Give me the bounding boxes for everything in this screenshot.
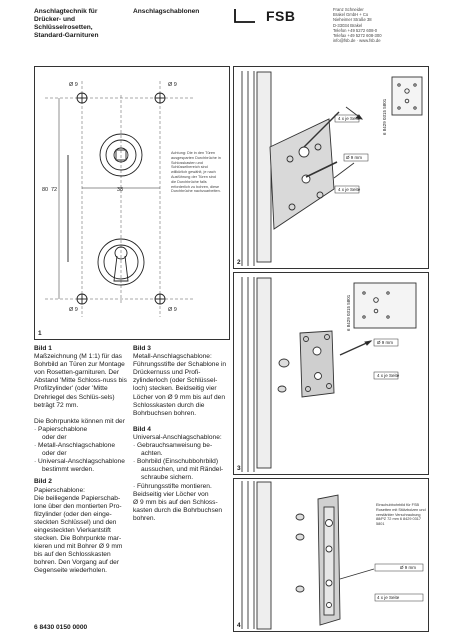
figure-number: 4: [237, 622, 241, 629]
company-address: Franz Schneider Brakel GmbH + Co Nieheim…: [333, 7, 433, 43]
list-item: achten.: [141, 450, 163, 458]
address-line: Telefon +49 5272 608-0: [333, 27, 378, 33]
address-line: Brakel GmbH + Co: [333, 12, 369, 18]
figure-3-frame: 6 8429 0315 5801 Ø 9 mm 4 x je Seite 3: [233, 272, 429, 475]
address-line: Franz Schneider: [333, 7, 364, 12]
figure-1-drawing: Ø 9 Ø 9 Ø 9 Ø 9 80 72 38: [42, 81, 193, 317]
address-line: D-33034 Brakel: [333, 22, 363, 28]
callout-label: 4 x je Seite: [338, 116, 361, 121]
bild2-subtitle: Papierschablone:: [34, 486, 85, 494]
dim-label: Ø 9: [168, 307, 177, 313]
list-item: bohren.: [133, 514, 156, 522]
list-item: oder der: [42, 450, 67, 458]
bild1-body: Maßzeichnung (M 1:1) für das Bohrbild an…: [34, 353, 127, 409]
list-item: Beidseitig vier Löcher von: [133, 490, 209, 498]
list-item: · Bohrbild (Einschubbohrbild): [133, 458, 219, 466]
figure-4-frame: Ø 9 mm 4 x je Seite Einschubbohrbild für…: [233, 478, 429, 632]
figure-number: 2: [237, 259, 241, 266]
template-code: 6 8429 0315 5801: [382, 98, 387, 135]
list-item: · Gebrauchsanweisung be-: [133, 442, 213, 450]
bild4-subtitle: Universal-Anschlagschablone:: [133, 433, 222, 441]
callout-label: 4 x je Seite: [377, 373, 400, 378]
figure-4-note: Einschubbohrbild für FSB Rosetten mit St…: [376, 503, 426, 527]
dim-label: Ø 9: [168, 82, 177, 88]
callout-label: 4 x je Seite: [377, 595, 400, 600]
callout-label: Ø 9 mm: [400, 565, 416, 570]
section-subtitle: Anschlagschablonen: [133, 8, 200, 15]
fsb-logo-text: FSB: [266, 8, 296, 24]
fsb-logo: FSB: [233, 7, 303, 25]
dim-label: Ø 9: [69, 307, 78, 313]
callout-label: 4 x je Seite: [338, 187, 361, 192]
list-item: Ø 9 mm bis auf den Schloss-: [133, 498, 218, 506]
address-line: Nieheimer Straße 38: [333, 17, 372, 23]
list-item: schraube sichern.: [141, 474, 194, 482]
bild3-body: Metall-Anschlagschablone: Führungsstifte…: [133, 353, 227, 417]
callout-label: Ø 9 mm: [346, 155, 362, 160]
dim-80: 80: [42, 187, 48, 193]
figure-2-drawing: 4 x je Seite Ø 9 mm 4 x je Seite 6 8429 …: [241, 71, 423, 266]
address-line: info@fsb.de · www.fsb.de: [333, 38, 381, 44]
list-item: · Papierschablone: [34, 425, 88, 433]
figure-1-note: Achtung: Die in den Türen ausgesparten D…: [171, 151, 221, 194]
template-code: 6 8429 0315 5801: [346, 294, 351, 331]
dim-72: 72: [51, 187, 57, 193]
bild2-title: Bild 2: [34, 478, 52, 486]
bild4-title: Bild 4: [133, 425, 151, 433]
list-item: aussuchen, und mit Rändel-: [141, 466, 224, 474]
figure-4-drawing: Ø 9 mm 4 x je Seite: [241, 481, 424, 630]
dim-label: Ø 9: [69, 82, 78, 88]
figure-number: 3: [237, 465, 241, 472]
figure-1-frame: Ø 9 Ø 9 Ø 9 Ø 9 80 72 38 Achtung: Die in…: [34, 66, 230, 340]
figure-2-frame: 4 x je Seite Ø 9 mm 4 x je Seite 6 8429 …: [233, 66, 429, 269]
list-item: · Metall-Anschlagschablone: [34, 442, 115, 450]
figure-3-drawing: 6 8429 0315 5801 Ø 9 mm 4 x je Seite: [241, 277, 417, 472]
list-item: bestimmt werden.: [42, 466, 95, 474]
text-column-left: Bild 1 Maßzeichnung (M 1:1) für das Bohr…: [34, 345, 128, 576]
callout-label: Ø 9 mm: [377, 340, 393, 345]
bild2-body: Die beiliegende Papierschab-lone über de…: [34, 494, 123, 575]
bild1-title: Bild 1: [34, 345, 52, 352]
footer-code: 6 8430 0150 0000: [34, 624, 88, 631]
text-column-right: Bild 3 Metall-Anschlagschablone: Führung…: [133, 345, 229, 523]
list-item: kasten durch die Bohrbuchsen: [133, 506, 223, 514]
list-item: · Universal-Anschlagschablone: [34, 458, 125, 466]
fsb-logo-mark: [234, 9, 255, 23]
list-item: · Führungsstifte montieren.: [133, 482, 212, 490]
section-title: Anschlagtechnik für Drücker- und Schlüss…: [34, 8, 99, 39]
list-item: oder der: [42, 433, 67, 441]
dim-38: 38: [117, 187, 123, 193]
bohrpunkte-intro: Die Bohrpunkte können mit der: [34, 417, 125, 425]
figure-number: 1: [38, 330, 42, 337]
address-line: Telefax +49 5272 608-300: [333, 33, 382, 39]
bild3-title: Bild 3: [133, 345, 151, 352]
